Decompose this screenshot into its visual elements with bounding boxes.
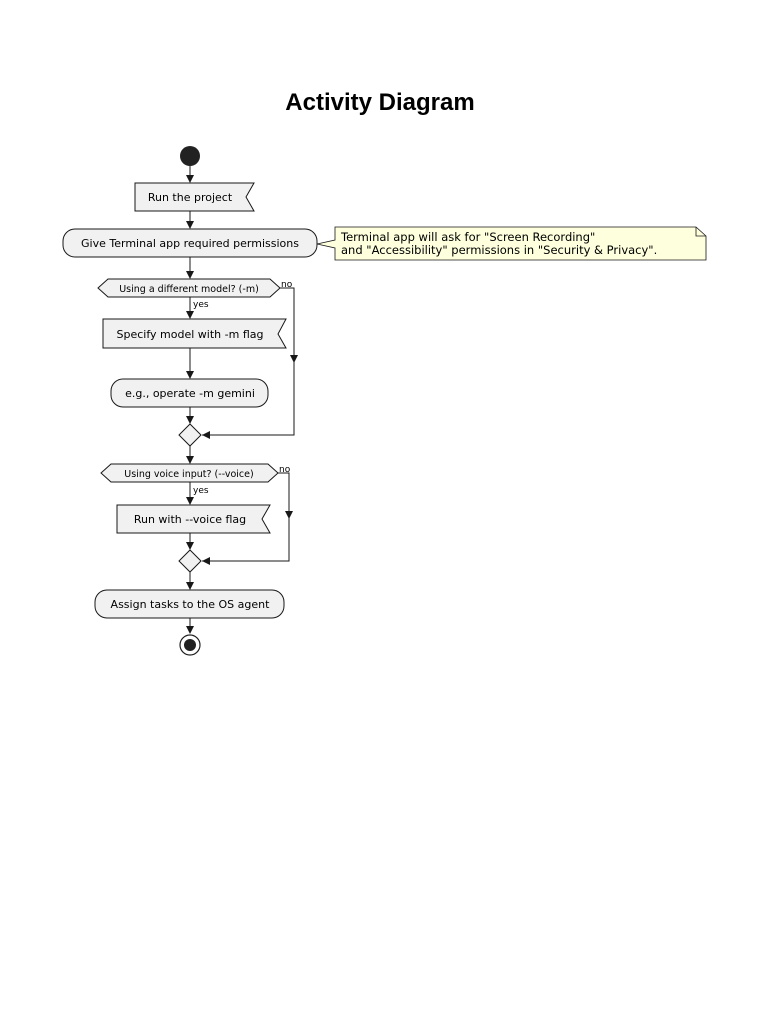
action-run-voice: [116, 504, 271, 534]
arrow-head: [186, 626, 194, 634]
arrow-head: [186, 311, 194, 319]
arrow-head: [202, 557, 210, 565]
arrow-head: [186, 221, 194, 229]
run-voice-label: Run with --voice flag: [134, 513, 246, 526]
note-line-2: and "Accessibility" permissions in "Secu…: [341, 243, 657, 257]
note-fold: [695, 227, 706, 237]
example-gemini-label: e.g., operate -m gemini: [125, 387, 255, 400]
arrow-head: [186, 416, 194, 424]
start-node: [180, 146, 200, 166]
assign-tasks-label: Assign tasks to the OS agent: [111, 598, 271, 611]
action-run-project: [134, 182, 255, 212]
voice-yes-label: yes: [193, 486, 209, 496]
arrow-head: [186, 271, 194, 279]
model-yes-label: yes: [193, 300, 209, 310]
run-project-label: Run the project: [148, 191, 233, 204]
arrow-head: [285, 511, 293, 519]
end-node-inner: [184, 639, 196, 651]
decision-voice-label: Using voice input? (--voice): [124, 469, 253, 480]
give-permissions-label: Give Terminal app required permissions: [81, 237, 299, 250]
permissions-note: [316, 226, 707, 261]
note-line-1: Terminal app will ask for "Screen Record…: [340, 230, 595, 244]
arrow-head: [290, 355, 298, 363]
decision-model-label: Using a different model? (-m): [119, 284, 259, 295]
model-no-label: no: [281, 280, 293, 290]
arrow-head: [186, 497, 194, 505]
specify-model-label: Specify model with -m flag: [117, 328, 264, 341]
action-specify-model: [102, 318, 287, 349]
arrow-head: [186, 175, 194, 183]
arrow-head: [186, 371, 194, 379]
arrow-head: [186, 582, 194, 590]
diagram-title: Activity Diagram: [285, 89, 474, 116]
merge-model: [178, 423, 202, 447]
merge-voice: [178, 549, 202, 573]
voice-no-label: no: [279, 465, 291, 475]
arrow-head: [186, 542, 194, 550]
edge-model-no: [202, 287, 295, 436]
arrow-head: [186, 456, 194, 464]
arrow-head: [202, 431, 210, 439]
